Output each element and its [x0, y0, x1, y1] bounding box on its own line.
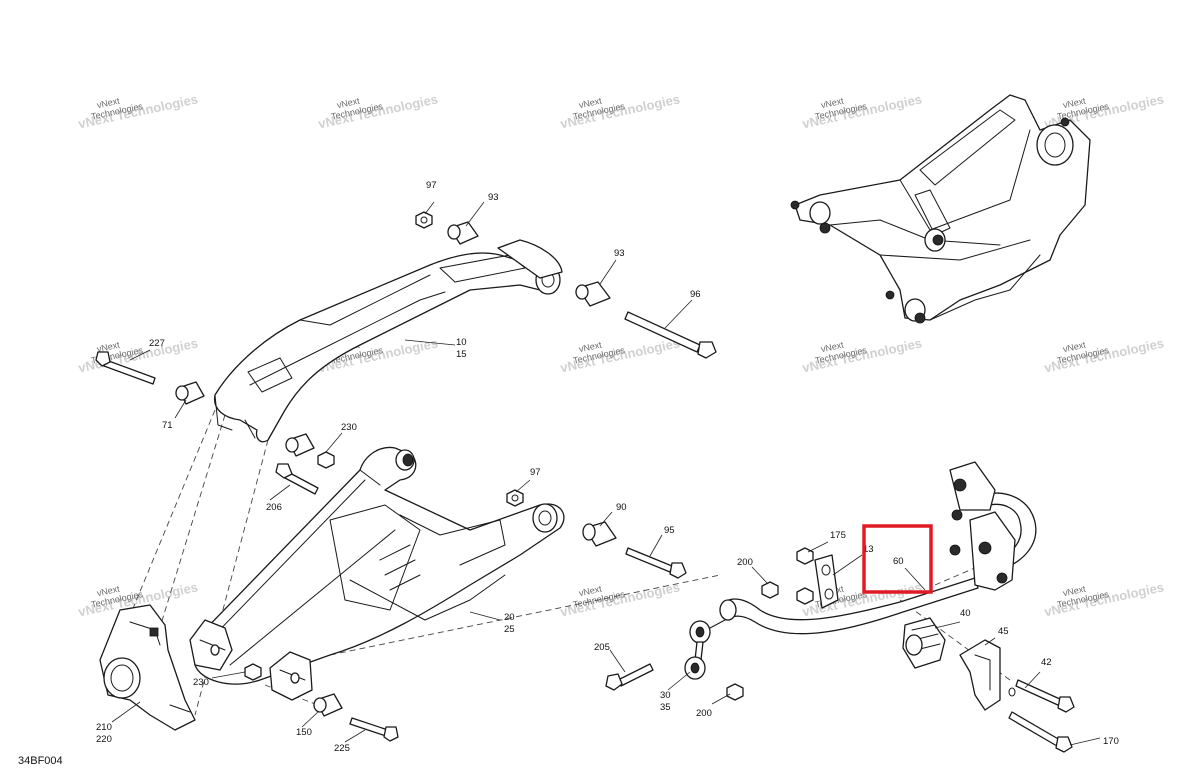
nut-97-upper — [415, 211, 433, 229]
bushing-230-upper — [285, 433, 335, 469]
svg-text:vNext: vNext — [96, 340, 121, 355]
callout-10: 10 — [456, 337, 467, 348]
bushing-150 — [313, 693, 343, 717]
bushing-90 — [582, 521, 617, 547]
bushing-71 — [175, 381, 205, 405]
callout-97: 97 — [426, 180, 437, 191]
callout-42: 42 — [1041, 657, 1052, 668]
svg-text:vNext: vNext — [578, 584, 603, 599]
watermark: vNext Technologies vNext Technologies — [1043, 335, 1165, 375]
callout-230: 230 — [341, 422, 357, 433]
bushing-93-upper-left — [447, 221, 479, 245]
callout-20: 20 — [504, 612, 515, 623]
callout-170: 170 — [1103, 736, 1119, 747]
nut-200-upper — [761, 581, 779, 599]
watermark: vNext Technologies vNext Technologies — [559, 91, 681, 131]
callout-150: 150 — [296, 727, 312, 738]
bolt-170 — [1008, 711, 1073, 753]
watermark: vNext Technologies vNext Technologies — [559, 579, 681, 619]
nut-200-lower — [726, 683, 744, 701]
svg-text:vNext: vNext — [336, 96, 361, 111]
watermark: vNext Technologies vNext Technologies — [1043, 579, 1165, 619]
bolt-42 — [1008, 679, 1075, 713]
callout-200: 200 — [737, 557, 753, 568]
callout-90: 90 — [616, 502, 627, 513]
watermark: vNext Technologies vNext Technologies — [317, 91, 439, 131]
callout-13: 13 — [863, 544, 874, 555]
svg-text:vNext: vNext — [96, 584, 121, 599]
callout-175: 175 — [830, 530, 846, 541]
plate-13 — [814, 554, 839, 609]
nut-97-lower — [506, 489, 524, 507]
callout-30: 30 — [660, 690, 671, 701]
svg-text:vNext: vNext — [1062, 96, 1087, 111]
inset-assembled-view — [790, 94, 1091, 324]
callout-45: 45 — [998, 626, 1009, 637]
callout-labels: 97 93 93 96 10 15 227 71 230 206 97 90 9… — [96, 180, 1119, 754]
bolt-225 — [349, 717, 399, 742]
svg-text:vNext: vNext — [1062, 584, 1087, 599]
leader-lines — [111, 201, 1101, 746]
svg-text:vNext: vNext — [578, 96, 603, 111]
lower-arm-hardware — [244, 433, 687, 742]
callout-227: 227 — [149, 338, 165, 349]
callout-71: 71 — [162, 420, 173, 431]
bolt-227 — [95, 351, 156, 385]
nut-175 — [796, 547, 814, 605]
callout-25: 25 — [504, 624, 515, 635]
callout-93: 93 — [488, 192, 499, 203]
bolt-96 — [624, 311, 717, 359]
callout-206: 206 — [266, 502, 282, 513]
diagram-code: 34BF004 — [18, 755, 63, 767]
knuckle-210-220 — [99, 604, 196, 731]
callout-95: 95 — [664, 525, 675, 536]
callout-205: 205 — [594, 642, 610, 653]
callout-93: 93 — [614, 248, 625, 259]
callout-96: 96 — [690, 289, 701, 300]
bolt-95 — [625, 547, 687, 579]
callout-210: 210 — [96, 722, 112, 733]
svg-text:vNext: vNext — [96, 96, 121, 111]
callout-97: 97 — [530, 467, 541, 478]
callout-220: 220 — [96, 734, 112, 745]
nut-230-lower — [244, 663, 262, 681]
callout-35: 35 — [660, 702, 671, 713]
bushing-93-upper-right — [575, 281, 611, 307]
callout-15: 15 — [456, 349, 467, 360]
upper-arm-hardware — [95, 211, 717, 405]
lower-a-arm — [189, 446, 565, 701]
bracket-45 — [959, 639, 1001, 711]
callout-200: 200 — [696, 708, 712, 719]
svg-text:vNext: vNext — [578, 340, 603, 355]
upper-a-arm — [213, 239, 563, 443]
svg-text:vNext: vNext — [820, 96, 845, 111]
bolt-205 — [605, 663, 654, 691]
svg-text:vNext: vNext — [820, 340, 845, 355]
callout-230: 230 — [193, 677, 209, 688]
callout-40: 40 — [960, 608, 971, 619]
callout-225: 225 — [334, 743, 350, 754]
bushing-40 — [902, 617, 946, 669]
watermark: vNext Technologies vNext Technologies — [801, 91, 923, 131]
watermark: vNext Technologies vNext Technologies — [77, 335, 199, 375]
sway-link-30-35 — [684, 619, 726, 680]
bolt-206 — [275, 463, 319, 495]
sway-bar-assembly — [605, 461, 1075, 753]
highlight-box — [862, 524, 933, 594]
watermark: vNext Technologies vNext Technologies — [801, 335, 923, 375]
callout-60: 60 — [893, 556, 904, 567]
watermark: vNext Technologies vNext Technologies — [77, 91, 199, 131]
svg-text:vNext: vNext — [1062, 340, 1087, 355]
